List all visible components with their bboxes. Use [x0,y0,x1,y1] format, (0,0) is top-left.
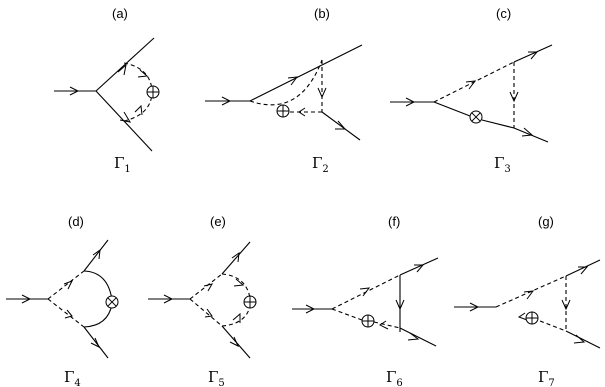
arrow-icon [233,278,245,287]
arrow-icon [63,280,74,290]
outgoing-line-upper [83,239,109,272]
arrow-icon [287,76,299,86]
propagator-dashed-upper [47,270,85,300]
plus-vertex-icon [146,85,160,99]
arrow-icon [163,294,174,304]
panel-f-gamma: Γ6 [386,368,403,387]
arrow-icon [119,111,132,123]
propagator-dashed-lower-right [221,305,251,327]
panel-f: (f) Γ6 [292,214,439,387]
panel-b-gamma: Γ2 [312,154,329,175]
panel-e: (e) Γ5 [148,214,257,387]
panel-e-gamma: Γ5 [208,368,225,387]
outgoing-line-lower [321,111,361,141]
arrow-icon [414,264,425,273]
panel-g: (g) Γ7 [454,214,601,387]
panel-a-gamma: Γ1 [114,154,131,175]
plus-vertex-icon [525,311,539,325]
plus-vertex-icon [361,314,375,328]
arrow-icon [64,309,73,319]
arrow-icon [509,91,519,103]
panel-a: (a) Γ1 [54,6,160,175]
arrow-icon [335,120,347,130]
arrow-icon [229,336,240,348]
panel-g-label: (g) [538,214,554,229]
arrow-icon [137,69,149,78]
outgoing-line-upper [221,241,251,275]
times-vertex-icon [105,295,119,309]
arrow-icon [117,63,127,76]
propagator-solid-upper [83,270,113,301]
arrow-icon [395,299,405,311]
arrow-icon [469,302,480,312]
arrow-icon [521,127,534,137]
panel-c-label: (c) [496,6,511,21]
panel-b-label: (b) [314,6,330,21]
panel-d-gamma: Γ4 [64,368,81,387]
times-vertex-icon [469,110,483,124]
panel-d-label: (d) [68,214,84,229]
propagator-dashed [249,59,323,106]
outgoing-line-lower [399,327,437,347]
outgoing-line-lower [565,330,601,349]
propagator-dashed-lower [123,93,153,122]
arrow-icon [405,97,416,107]
panel-d: (d) Γ4 [6,214,119,387]
outgoing-line-upper [95,37,155,92]
arrow-icon [407,332,420,341]
arrow-icon [465,80,477,90]
propagator-dashed-upper-left [189,273,223,300]
panel-b: (b) Γ2 [205,6,363,175]
propagator-dashed-from-vertex [373,321,401,329]
arrow-icon [232,312,241,323]
propagator-dashed-upper-right [221,273,251,299]
plus-vertex-icon [276,104,290,118]
propagator-solid-lower [83,303,113,328]
arrow-icon [92,248,101,260]
arrow-icon [231,251,240,263]
line-to-vertex [433,101,471,117]
arrow-icon [203,283,214,292]
plus-vertex-icon [243,295,257,309]
panel-e-label: (e) [210,214,226,229]
panel-g-gamma: Γ7 [538,368,555,387]
arrow-icon [561,299,571,311]
outgoing-line-upper [399,257,439,276]
arrow-icon [379,320,389,330]
line-from-vertex [481,119,515,129]
propagator-dashed-lower-left [189,298,223,327]
outgoing-line-upper [249,44,363,102]
arrow-icon [573,334,586,344]
outgoing-line-lower [83,326,109,359]
arrow-icon [21,294,32,304]
propagator-dashed-to-vertex [331,308,363,321]
panel-c: (c) Γ3 [390,6,553,175]
arrow-icon [528,51,539,60]
arrow-icon [317,87,327,99]
arrow-icon [305,304,316,314]
panel-f-label: (f) [388,214,400,229]
arrow-icon [523,290,535,300]
arrow-icon [134,104,143,116]
outgoing-line-upper [565,259,601,277]
arrow-icon [221,96,232,106]
arrow-icon [578,266,589,275]
panel-a-label: (a) [112,6,128,21]
arrow-icon [298,107,306,117]
propagator-dashed-lower [47,298,85,328]
arrow-icon [69,86,80,96]
arrow-icon [359,287,371,297]
arrow-icon [517,312,528,321]
panel-c-gamma: Γ3 [494,154,511,175]
arrow-icon [204,308,213,318]
propagator-dashed-lower-right [539,320,567,332]
outgoing-line-upper [513,44,553,63]
arrow-icon [90,337,101,349]
